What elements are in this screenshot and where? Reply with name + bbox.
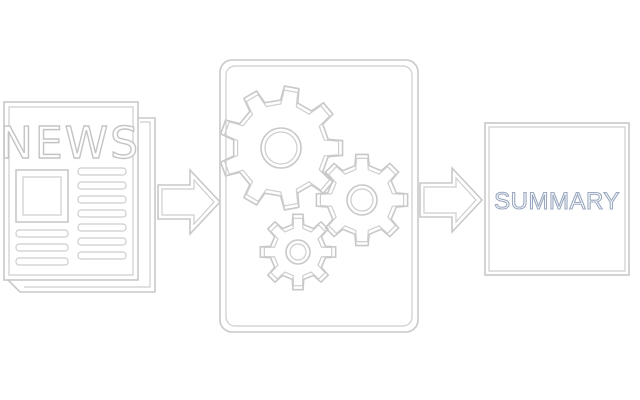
summary-box: SUMMARY (484, 122, 630, 276)
summary-box-inner (488, 126, 626, 272)
gear-outline (315, 153, 409, 247)
processor-box-inner (225, 65, 413, 327)
newspaper-front-sheet (3, 101, 139, 281)
arrow-1-outer (157, 167, 222, 237)
gear-small-icon (259, 213, 337, 291)
gear-inner-outline (223, 89, 340, 207)
gear-inner-outline (319, 157, 405, 243)
arrow-2-outer (419, 165, 484, 235)
gear-hole-inner (264, 131, 298, 165)
newspaper-back-sheet (7, 117, 156, 293)
gear-hole (285, 239, 311, 265)
newspaper-photo-inner (22, 176, 62, 216)
gear-hole-inner (289, 243, 307, 261)
processor-box-outer (219, 59, 419, 333)
summary-label: SUMMARY (494, 188, 620, 215)
newspaper-back-sheet-inner (24, 121, 151, 288)
gear-medium-icon (315, 153, 409, 247)
processor-box (219, 59, 419, 333)
newspaper-masthead: NEWS (0, 118, 140, 169)
newspaper-column-lines (15, 167, 127, 266)
gear-hole-inner (350, 188, 374, 212)
newspaper-front-sheet-inner (8, 106, 134, 276)
gear-inner-outline (263, 217, 333, 287)
arrow-1-inner (161, 178, 215, 226)
gear-large-icon (219, 85, 344, 211)
gear-hole (346, 184, 378, 216)
newspaper-icon: NEWS (0, 101, 156, 293)
arrow-right-icon (419, 165, 484, 235)
gear-outline (219, 85, 344, 211)
arrow-right-icon (157, 167, 222, 237)
newspaper-photo-box (15, 169, 69, 223)
gears-icon (219, 85, 409, 291)
arrow-2-inner (423, 176, 477, 224)
summary-box-outer (484, 122, 630, 276)
gear-hole (260, 127, 302, 169)
gear-outline (259, 213, 337, 291)
